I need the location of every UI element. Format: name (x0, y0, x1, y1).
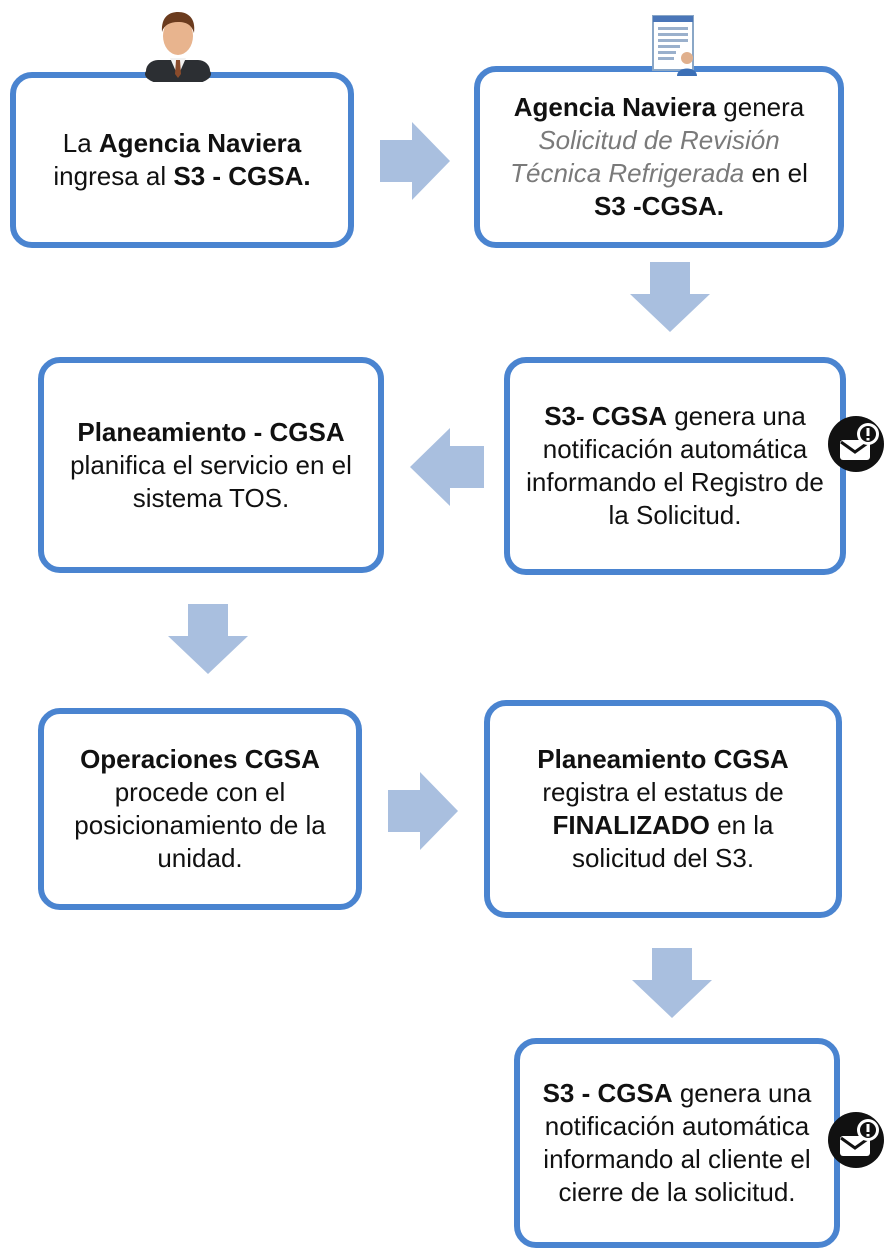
step-box-2: Agencia Naviera genera Solicitud de Revi… (474, 66, 844, 248)
bold-text: S3 -CGSA. (593, 191, 725, 221)
email-alert-icon (828, 416, 884, 472)
bold-text: Agencia Naviera (513, 92, 717, 122)
step-text-segment: procede con el posicionamiento de la uni… (74, 777, 326, 873)
step-text: Agencia Naviera genera Solicitud de Revi… (494, 91, 824, 223)
bold-text: FINALIZADO (552, 810, 710, 840)
step-text: S3 - CGSA genera una notificación automá… (528, 1077, 826, 1209)
arrow-down-2 (168, 604, 248, 674)
step-text-segment: genera (716, 92, 805, 122)
step-text-segment: genera una notificación automática infor… (526, 401, 824, 530)
step-text-segment: registra el estatus de (542, 777, 784, 807)
email-alert-icon (828, 1112, 884, 1168)
step-text-segment: planifica el servicio en el sistema TOS. (70, 449, 352, 513)
step-box-3: S3- CGSA genera una notificación automát… (504, 357, 846, 575)
step-text: Operaciones CGSA procede con el posicion… (58, 743, 342, 875)
bold-text: S3- CGSA (544, 401, 667, 431)
bold-text: Planeamiento CGSA (537, 744, 789, 774)
step-box-6: Planeamiento CGSA registra el estatus de… (484, 700, 842, 918)
step-text: La Agencia Naviera ingresa al S3 - CGSA. (30, 127, 334, 193)
italic-text: Solicitud de Revisión Técnica Refrigerad… (510, 125, 780, 188)
step-text-segment: en el (744, 158, 808, 188)
arrow-down-3 (632, 948, 712, 1018)
arrow-right-1 (380, 122, 450, 200)
step-box-1: La Agencia Naviera ingresa al S3 - CGSA. (10, 72, 354, 248)
step-text-segment: genera una notificación automática infor… (543, 1078, 812, 1207)
bold-text: S3 - CGSA (542, 1078, 673, 1108)
user-avatar-icon (145, 12, 211, 82)
bold-text: Operaciones CGSA (80, 744, 320, 774)
bold-text: Planeamiento - CGSA (77, 416, 345, 447)
step-text-segment: ingresa al (53, 161, 174, 191)
bold-text: S3 - CGSA. (173, 161, 311, 191)
document-user-icon (652, 15, 697, 76)
step-text-segment: en la solicitud del S3. (571, 810, 774, 873)
step-text: Planeamiento CGSA registra el estatus de… (504, 743, 822, 875)
step-box-5: Operaciones CGSA procede con el posicion… (38, 708, 362, 910)
bold-text: Agencia Naviera (98, 128, 302, 158)
step-text: S3- CGSA genera una notificación automát… (520, 400, 830, 532)
step-box-7: S3 - CGSA genera una notificación automá… (514, 1038, 840, 1248)
arrow-right-2 (388, 772, 458, 850)
step-box-4: Planeamiento - CGSA planifica el servici… (38, 357, 384, 573)
step-text-segment: La (62, 128, 99, 158)
step-text: Planeamiento - CGSA planifica el servici… (58, 416, 364, 515)
arrow-down-1 (630, 262, 710, 332)
arrow-left-1 (410, 428, 484, 506)
